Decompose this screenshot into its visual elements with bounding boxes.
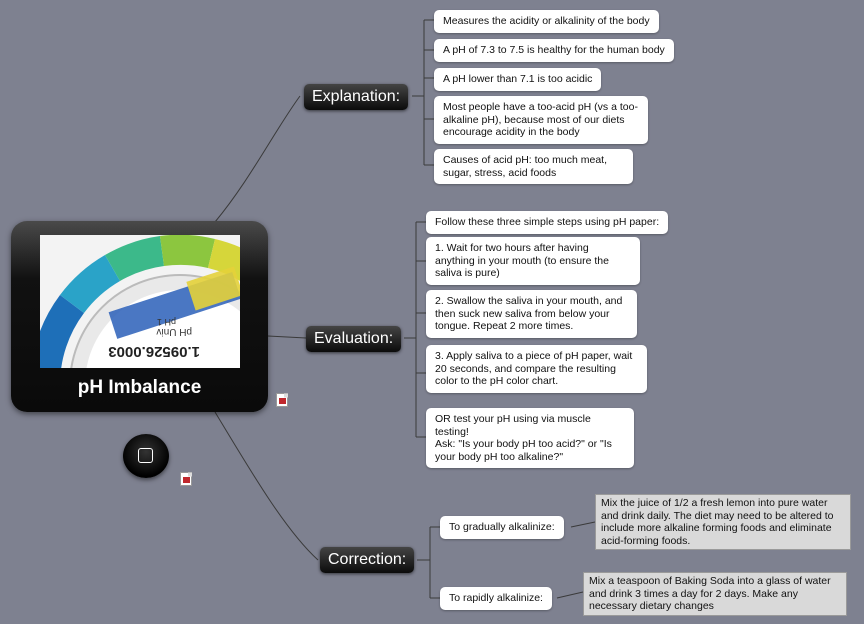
strip-text-1: 1.09526.0003: [108, 343, 200, 360]
strip-text-2: pH Univ: [156, 326, 192, 337]
explanation-item[interactable]: Causes of acid pH: too much meat, sugar,…: [434, 149, 633, 184]
strip-text-3: pH 1: [157, 317, 176, 327]
explanation-item[interactable]: A pH of 7.3 to 7.5 is healthy for the hu…: [434, 39, 674, 62]
explanation-item[interactable]: A pH lower than 7.1 is too acidic: [434, 68, 602, 91]
attachment-icon[interactable]: [180, 472, 193, 486]
explanation-item[interactable]: Measures the acidity or alkalinity of th…: [434, 10, 659, 33]
evaluation-item[interactable]: OR test your pH using via muscle testing…: [426, 408, 634, 468]
central-title: pH Imbalance: [77, 377, 202, 398]
central-topic[interactable]: 1.09526.0003 pH Univ pH 1 pH Imbalance: [11, 221, 268, 412]
correction-gradual[interactable]: To gradually alkalinize:: [440, 516, 564, 539]
gradual-note: Mix the juice of 1/2 a fresh lemon into …: [595, 494, 851, 550]
ph-chart-image: 1.09526.0003 pH Univ pH 1: [40, 235, 240, 368]
attachment-icon[interactable]: [276, 393, 289, 407]
explanation-item[interactable]: Most people have a too-acid pH (vs a too…: [434, 96, 648, 144]
correction-topic[interactable]: Correction:: [320, 547, 415, 573]
evaluation-topic[interactable]: Evaluation:: [306, 326, 402, 352]
explanation-topic[interactable]: Explanation:: [304, 84, 409, 110]
evaluation-item[interactable]: 1. Wait for two hours after having anyth…: [426, 237, 640, 285]
evaluation-item[interactable]: 2. Swallow the saliva in your mouth, and…: [426, 290, 637, 338]
rapid-note: Mix a teaspoon of Baking Soda into a gla…: [583, 572, 847, 616]
correction-rapid[interactable]: To rapidly alkalinize:: [440, 587, 552, 610]
app-square-icon[interactable]: [123, 434, 169, 478]
evaluation-item[interactable]: 3. Apply saliva to a piece of pH paper, …: [426, 345, 647, 393]
evaluation-item[interactable]: Follow these three simple steps using pH…: [426, 211, 669, 234]
